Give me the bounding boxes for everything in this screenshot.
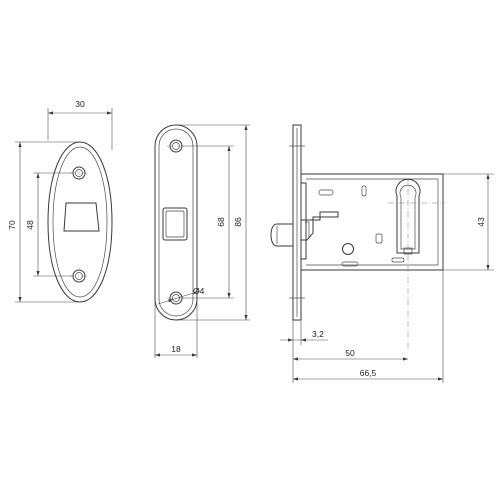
dim-faceplate-hole-diameter: Ø4	[157, 286, 205, 305]
dim-strike-height: 70	[7, 141, 80, 303]
strike-plate	[47, 141, 113, 303]
dim-strike-width-label: 30	[75, 99, 85, 109]
faceplate-latch-opening	[162, 207, 188, 241]
lock-case	[300, 173, 444, 271]
strike-plate-outline	[47, 141, 113, 303]
follower-hole	[342, 243, 354, 255]
dim-faceplate-width: 18	[154, 300, 198, 358]
dim-lock-depth-label: 66,5	[360, 368, 377, 378]
dim-strike-hole-spacing: 48	[25, 172, 73, 277]
faceplate-outline	[154, 124, 198, 321]
dim-faceplate-width-label: 18	[171, 344, 181, 354]
lock-faceplate-edge	[292, 124, 302, 321]
lock-body	[270, 124, 445, 350]
faceplate-inner-outline	[158, 128, 194, 317]
latch-tail	[301, 211, 339, 241]
latch-bolt	[270, 223, 294, 247]
strike-plate-inner-outline	[52, 146, 108, 298]
strike-plate-latch-opening	[63, 202, 100, 232]
dim-strike-height-label: 70	[7, 220, 17, 230]
dim-lock-body-height-label: 43	[476, 217, 486, 227]
dim-faceplate-thickness: 3,2	[280, 320, 328, 383]
dim-lock-body-height: 43	[443, 173, 494, 271]
dim-faceplate-hole-diameter-label: Ø4	[193, 286, 205, 296]
dim-faceplate-height: 86	[176, 124, 250, 321]
dim-faceplate-thickness-label: 3,2	[312, 329, 324, 339]
dim-faceplate-height-label: 86	[233, 217, 243, 227]
dim-strike-width: 30	[47, 99, 113, 150]
dim-strike-hole-spacing-label: 48	[25, 220, 35, 230]
dim-backset: 50	[293, 348, 408, 361]
dim-faceplate-hole-spacing-label: 68	[216, 217, 226, 227]
faceplate	[154, 124, 198, 321]
dim-lock-depth: 66,5	[293, 270, 444, 383]
dim-faceplate-hole-spacing: 68	[182, 145, 234, 299]
dim-backset-label: 50	[345, 348, 355, 358]
